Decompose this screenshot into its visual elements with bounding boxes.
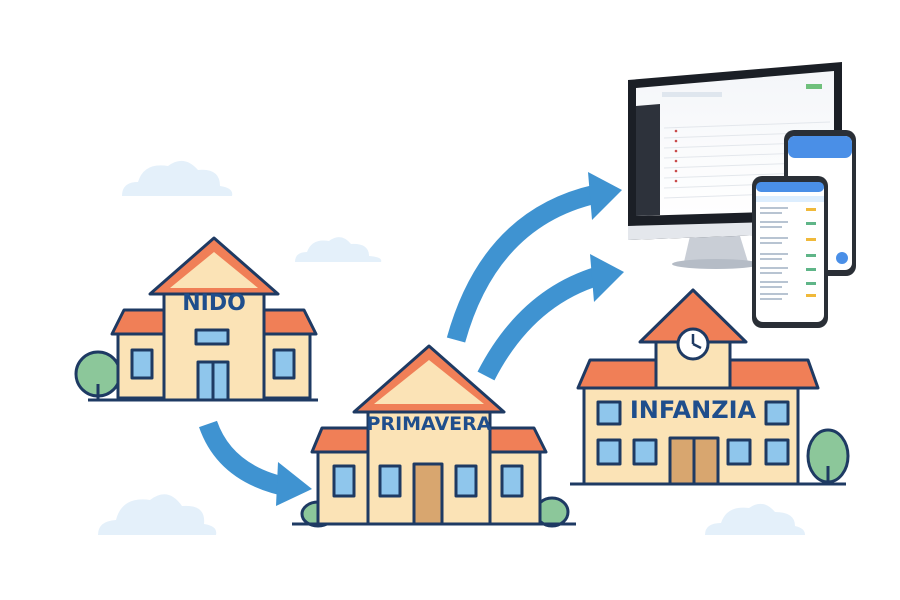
arrow-icon: [208, 424, 312, 506]
clock-icon: [678, 329, 708, 359]
tree-icon: [808, 430, 848, 484]
cloud-icon: [122, 161, 232, 196]
tree-icon: [76, 352, 120, 400]
smartphone-icon: [752, 176, 828, 328]
primavera-building: [292, 346, 576, 526]
primavera-label: PRIMAVERA: [367, 413, 492, 435]
nido-label: NIDO: [182, 291, 246, 316]
infanzia-label: INFANZIA: [630, 396, 757, 424]
cloud-icon: [705, 504, 805, 535]
arrow-icon: [486, 254, 624, 376]
nido-building: [76, 238, 318, 400]
cloud-icon: [295, 237, 381, 262]
cloud-icon: [98, 494, 216, 535]
